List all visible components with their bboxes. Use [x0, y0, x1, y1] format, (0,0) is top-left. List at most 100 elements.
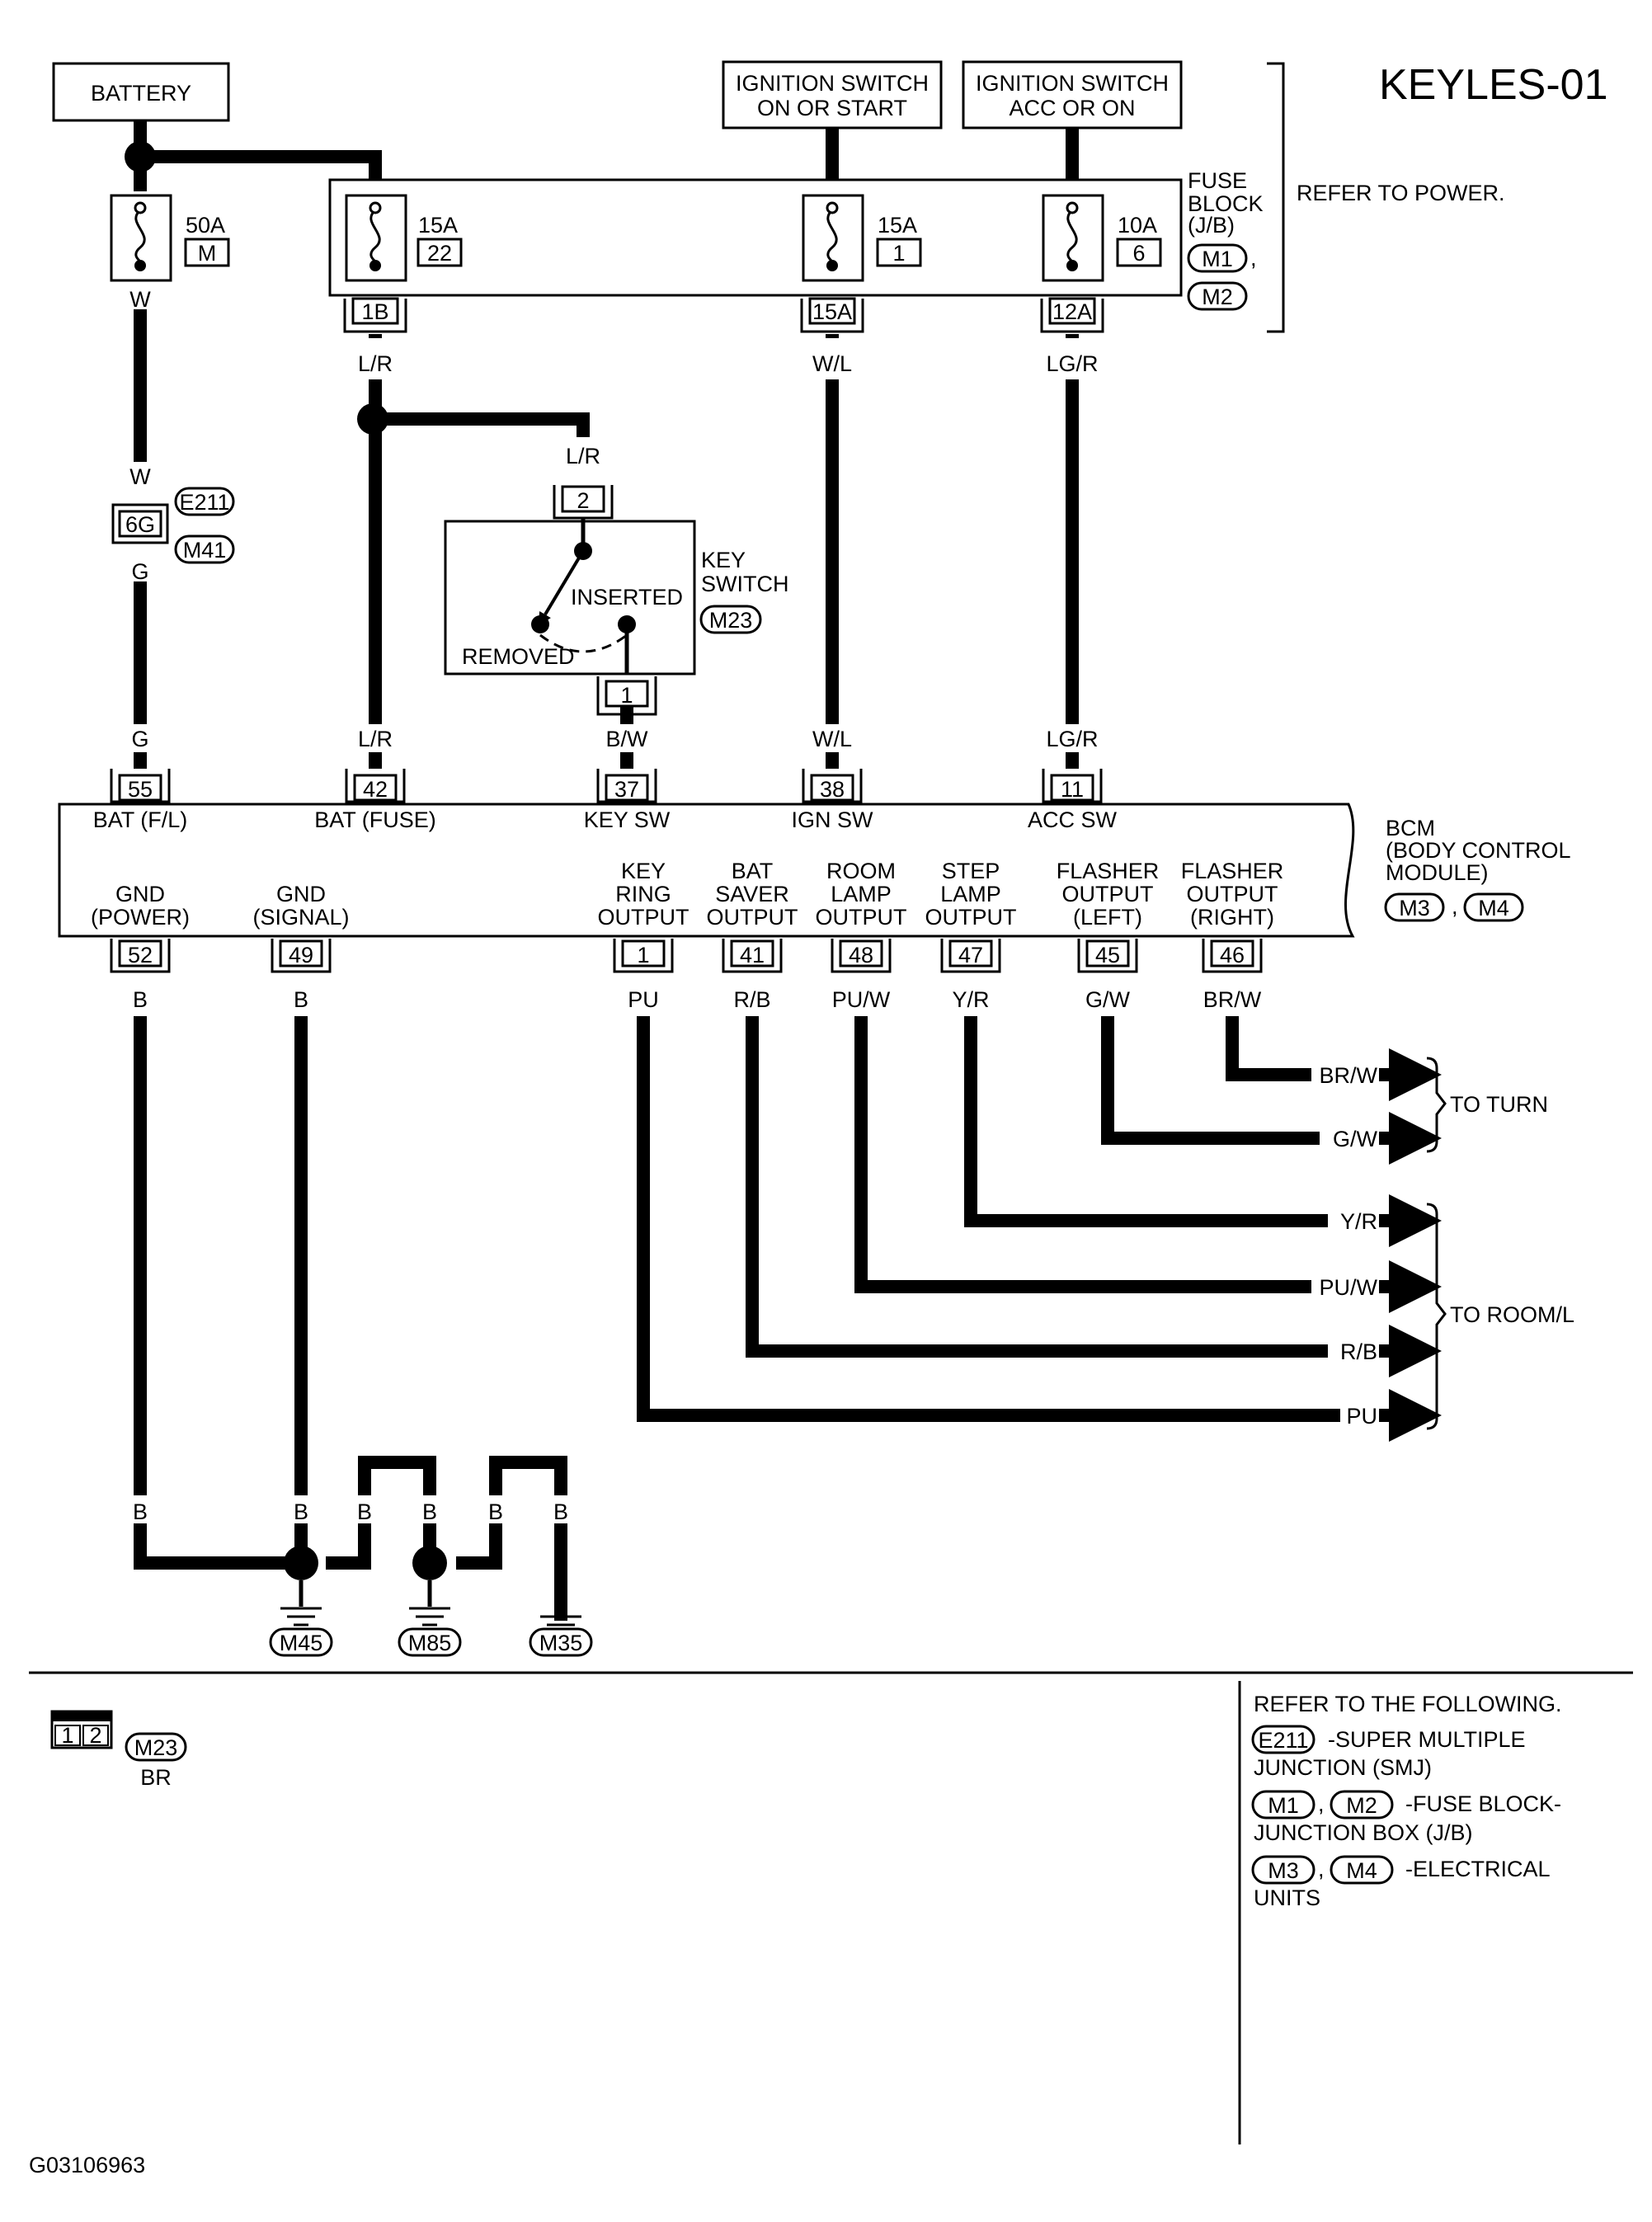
svg-text:(J/B): (J/B) — [1188, 213, 1235, 238]
svg-text:(SIGNAL): (SIGNAL) — [252, 905, 349, 930]
splice-dot — [357, 403, 388, 435]
to-turn-bracket: TO TURN — [1426, 1057, 1548, 1153]
bcm-pin-45: 45 — [1077, 939, 1138, 973]
svg-text:42: 42 — [363, 777, 388, 802]
svg-text:E211: E211 — [179, 490, 229, 515]
wire-label-lr: L/R — [358, 727, 393, 751]
wire-label-lgr: LG/R — [1046, 351, 1098, 376]
svg-text:1: 1 — [637, 943, 649, 967]
bcm-pin-42: 42 BAT (FUSE) — [314, 769, 436, 832]
svg-text:(LEFT): (LEFT) — [1073, 905, 1142, 930]
svg-text:B: B — [133, 987, 148, 1012]
svg-text:2: 2 — [89, 1723, 101, 1748]
fuse-50a: 50A M — [110, 194, 230, 282]
svg-text:M35: M35 — [539, 1631, 583, 1655]
wire-label-g: G — [131, 727, 148, 751]
svg-text:R/B: R/B — [1340, 1339, 1377, 1364]
wire-label-g: G — [131, 559, 148, 584]
bcm-pin-41: 41 — [722, 939, 783, 973]
bcm-pin-38: 38 IGN SW — [792, 769, 874, 832]
svg-text:PU: PU — [1346, 1404, 1377, 1429]
svg-text:PU/W: PU/W — [1320, 1275, 1378, 1300]
fuse-block: FUSE BLOCK (J/B) M1 , M2 REFER TO POWER. — [328, 62, 1505, 333]
svg-text:BAT (FUSE): BAT (FUSE) — [314, 807, 436, 832]
svg-text:REFER TO POWER.: REFER TO POWER. — [1297, 181, 1505, 205]
svg-text:Y/R: Y/R — [1340, 1209, 1377, 1234]
svg-text:15A: 15A — [812, 299, 852, 324]
svg-text:1: 1 — [620, 683, 633, 708]
ground-wire-labels: B B B B B B — [124, 1495, 576, 1524]
svg-text:ROOM: ROOM — [826, 859, 896, 883]
svg-text:LAMP: LAMP — [940, 882, 1001, 906]
svg-text:M23: M23 — [134, 1735, 178, 1760]
svg-text:IGNITION SWITCH: IGNITION SWITCH — [736, 71, 929, 96]
svg-text:-SUPER MULTIPLE: -SUPER MULTIPLE — [1328, 1727, 1526, 1752]
svg-text:M4: M4 — [1478, 896, 1509, 920]
terminal-12a: 12A — [1040, 297, 1104, 333]
svg-text:22: 22 — [427, 241, 452, 266]
svg-text:-ELECTRICAL: -ELECTRICAL — [1405, 1857, 1551, 1881]
svg-text:,: , — [1452, 894, 1458, 919]
svg-text:M41: M41 — [183, 538, 227, 563]
terminal-1b: 1B — [343, 297, 407, 333]
svg-text:KEY SW: KEY SW — [584, 807, 671, 832]
svg-text:JUNCTION BOX (J/B): JUNCTION BOX (J/B) — [1254, 1820, 1473, 1845]
svg-text:1: 1 — [892, 241, 905, 266]
svg-text:BAT: BAT — [732, 859, 774, 883]
svg-text:BATTERY: BATTERY — [91, 81, 191, 106]
svg-text:OUTPUT: OUTPUT — [1187, 882, 1278, 906]
svg-text:(RIGHT): (RIGHT) — [1190, 905, 1274, 930]
svg-text:E211: E211 — [1258, 1728, 1308, 1753]
svg-text:47: 47 — [958, 943, 983, 967]
svg-text:50A: 50A — [186, 213, 225, 238]
svg-text:SWITCH: SWITCH — [701, 572, 788, 596]
svg-text:38: 38 — [820, 777, 845, 802]
svg-text:FUSE: FUSE — [1188, 168, 1247, 193]
ground-m85: M85 — [398, 1546, 462, 1657]
bcm-pin-37: 37 KEY SW — [584, 769, 671, 832]
svg-text:OUTPUT: OUTPUT — [925, 905, 1017, 930]
svg-text:ON OR START: ON OR START — [757, 96, 907, 120]
wire-label-wl: W/L — [812, 351, 852, 376]
svg-text:,: , — [1318, 1791, 1325, 1816]
diagram-title: KEYLES-01 — [1379, 61, 1608, 109]
svg-text:STEP: STEP — [942, 859, 1000, 883]
svg-text:G/W: G/W — [1333, 1127, 1378, 1151]
svg-text:45: 45 — [1095, 943, 1120, 967]
wires-bcm-outputs — [134, 1016, 1442, 1621]
svg-text:IGNITION SWITCH: IGNITION SWITCH — [976, 71, 1169, 96]
svg-text:KEY: KEY — [701, 548, 746, 572]
svg-text:BLOCK: BLOCK — [1188, 191, 1264, 216]
svg-text:BAT (F/L): BAT (F/L) — [93, 807, 188, 832]
svg-text:TO TURN: TO TURN — [1450, 1092, 1548, 1117]
key-switch: 2 INSERTED REMOVED KEY SWITCH M23 1 — [444, 485, 788, 716]
svg-text:B: B — [553, 1499, 568, 1524]
fuse-15a-1: 15A 1 — [802, 194, 922, 282]
svg-text:TO ROOM/L: TO ROOM/L — [1450, 1302, 1574, 1327]
svg-text:6G: 6G — [125, 512, 155, 537]
smj-6g-connector: 6G E211 M41 — [111, 487, 235, 564]
svg-text:1B: 1B — [361, 299, 388, 324]
svg-text:,: , — [1250, 246, 1257, 271]
ignition-switch-acc-on-box: IGNITION SWITCH ACC OR ON — [962, 60, 1183, 129]
svg-text:PU/W: PU/W — [832, 987, 891, 1012]
bcm-pin-55: 55 BAT (F/L) — [93, 769, 188, 832]
svg-text:IGN SW: IGN SW — [792, 807, 874, 832]
svg-text:46: 46 — [1220, 943, 1245, 967]
svg-text:PU: PU — [628, 987, 659, 1012]
svg-text:FLASHER: FLASHER — [1057, 859, 1160, 883]
svg-text:REFER TO THE FOLLOWING.: REFER TO THE FOLLOWING. — [1254, 1692, 1562, 1716]
svg-text:B: B — [488, 1499, 503, 1524]
fuse-10a-6: 10A 6 — [1042, 194, 1162, 282]
svg-text:37: 37 — [614, 777, 639, 802]
wire-label-w: W — [129, 464, 151, 489]
bcm-pin-1: 1 — [613, 939, 674, 973]
svg-text:OUTPUT: OUTPUT — [1062, 882, 1154, 906]
svg-text:41: 41 — [740, 943, 765, 967]
svg-text:,: , — [1318, 1857, 1325, 1881]
svg-text:M3: M3 — [1268, 1858, 1299, 1883]
svg-text:RING: RING — [615, 882, 671, 906]
svg-text:REMOVED: REMOVED — [462, 644, 575, 669]
bcm-pin-48: 48 — [831, 939, 892, 973]
